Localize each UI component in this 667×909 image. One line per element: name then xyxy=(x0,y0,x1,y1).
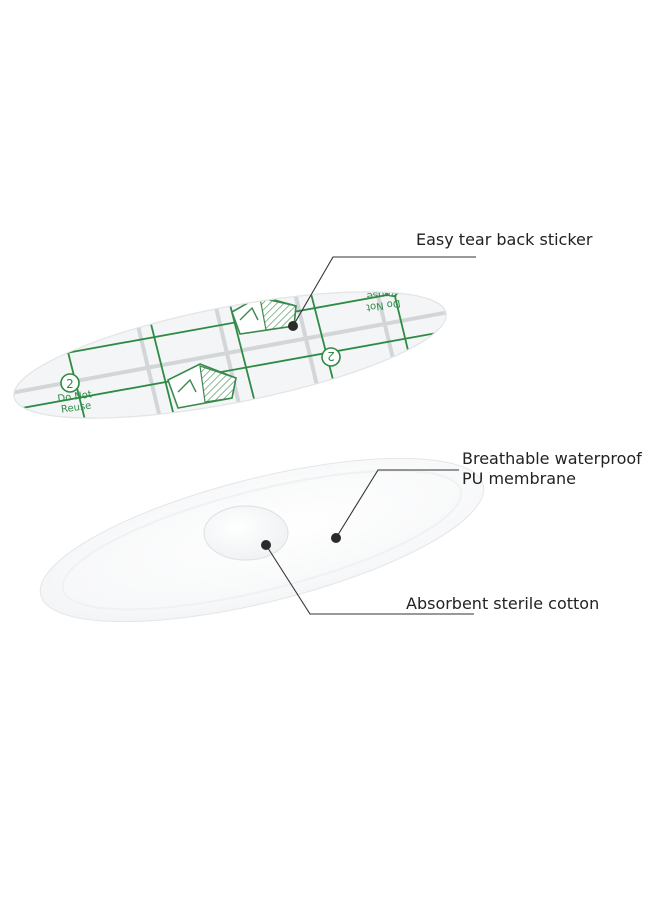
svg-text:2: 2 xyxy=(66,377,74,391)
callout-label-membrane-line1: Breathable waterproof xyxy=(462,449,642,468)
circled-number-icon: 2 xyxy=(60,373,80,393)
callout-label-cotton: Absorbent sterile cotton xyxy=(406,594,600,613)
leader-lines xyxy=(265,256,476,615)
marker-dot-cotton xyxy=(261,540,271,550)
cotton-pad xyxy=(203,505,289,561)
marker-dot-membrane xyxy=(331,533,341,543)
svg-text:2: 2 xyxy=(327,349,335,363)
peel-arrow-icon xyxy=(167,363,237,409)
circled-number-icon: 2 xyxy=(321,347,341,367)
peel-arrow-icon xyxy=(231,295,297,335)
release-sticker: 2 2 Do Not Reuse Do Not Reuse xyxy=(4,265,456,445)
leader-line-membrane xyxy=(335,469,459,539)
callout-label-sticker: Easy tear back sticker xyxy=(416,230,593,249)
callout-label-membrane: Breathable waterproof PU membrane xyxy=(462,449,642,489)
leader-line-cotton xyxy=(265,544,474,615)
callout-label-membrane-line2: PU membrane xyxy=(462,469,576,488)
sticker-print-left: Do Not Reuse xyxy=(57,389,97,416)
leader-line-sticker xyxy=(292,256,476,327)
marker-dot-sticker xyxy=(288,321,298,331)
